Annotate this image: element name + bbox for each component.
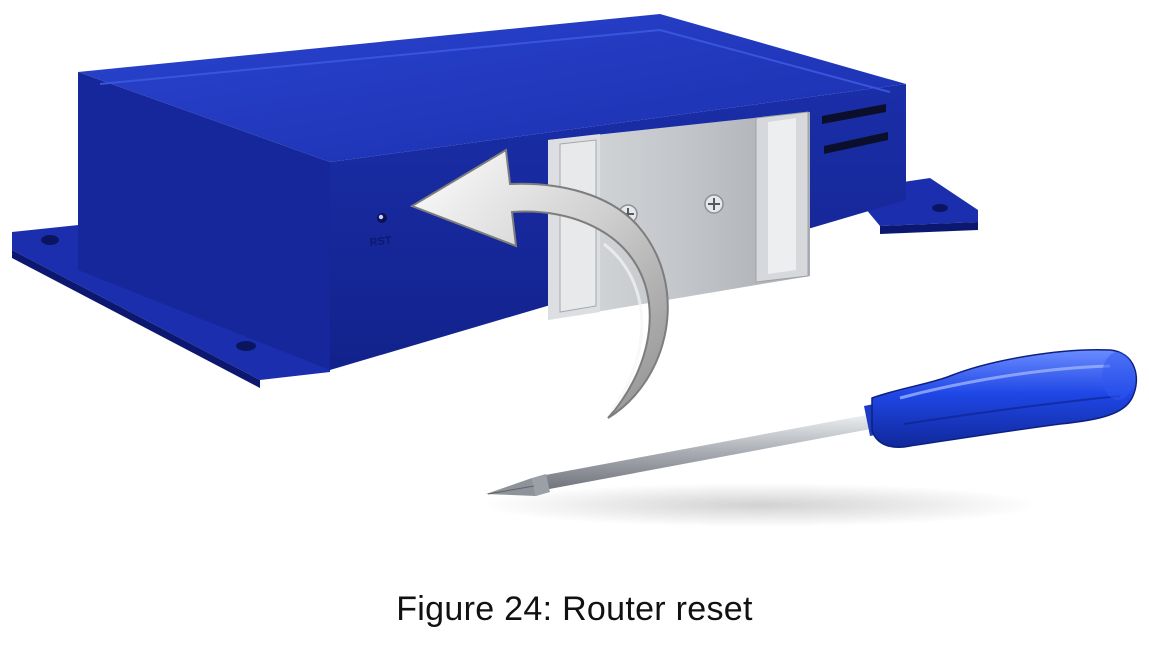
screwdriver-icon	[486, 349, 1138, 496]
curved-arrow-icon	[409, 148, 669, 419]
router-illustration: RST	[12, 14, 1138, 527]
screwdriver-shadow	[480, 483, 1040, 527]
sim-slots	[822, 104, 888, 154]
screw-right	[704, 194, 724, 214]
router-reset-figure: RST	[12, 14, 1138, 527]
figure-caption: Figure 24: Router reset	[396, 590, 753, 628]
reset-label: RST	[369, 235, 392, 249]
reset-button-hole	[377, 213, 387, 223]
din-rail-bracket	[548, 111, 810, 320]
